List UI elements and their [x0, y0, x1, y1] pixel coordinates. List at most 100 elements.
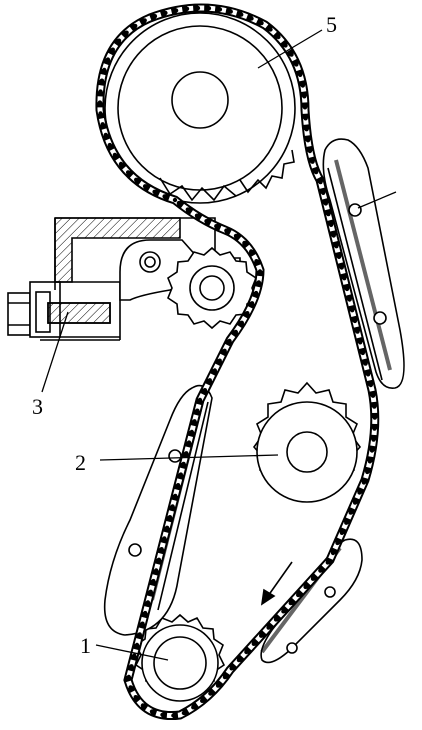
chain-roller	[126, 674, 131, 680]
chain-roller	[105, 57, 111, 62]
chain-roller	[302, 94, 307, 99]
chain-roller	[125, 170, 131, 175]
chain-roller	[145, 600, 151, 605]
chain-roller	[194, 213, 200, 218]
chain-roller	[347, 297, 352, 302]
chain-roller	[202, 388, 208, 393]
chain-roller	[134, 642, 140, 648]
chain-roller	[328, 222, 334, 227]
chain-roller	[372, 415, 377, 420]
tensioner-assembly	[7, 217, 257, 341]
chain-roller	[222, 348, 227, 353]
chain-roller	[178, 472, 183, 477]
guide-rail-lower	[260, 538, 363, 664]
chain-roller	[133, 695, 138, 700]
chain-roller	[175, 483, 181, 488]
chain-roller	[233, 329, 238, 335]
chain-roller	[151, 578, 156, 584]
chain-roller	[118, 161, 124, 167]
chain-roller	[259, 20, 264, 26]
chain-roller	[204, 219, 209, 224]
leader-lines	[41, 29, 397, 661]
chain-roller	[156, 557, 162, 562]
chain-roller	[325, 560, 330, 565]
chain-roller	[276, 34, 281, 40]
chain-roller	[313, 169, 319, 175]
chain-roller	[181, 461, 186, 467]
label-3: 3	[32, 394, 43, 419]
chain-roller	[239, 320, 244, 325]
chain-roller	[300, 83, 305, 88]
chain-roller	[143, 610, 148, 616]
chain-roller	[283, 43, 288, 48]
label-2: 2	[75, 450, 86, 475]
chain-roller	[140, 621, 145, 626]
chain-roller	[206, 6, 212, 11]
chain-roller	[129, 664, 134, 669]
label-4: 5	[326, 12, 337, 37]
chain-roller	[239, 12, 244, 17]
chain-roller	[97, 100, 103, 105]
chain-roller	[134, 177, 139, 182]
chain-roller	[133, 23, 138, 29]
chain-roller	[186, 440, 192, 445]
chain-roller	[245, 311, 250, 316]
chain-roller	[348, 510, 353, 515]
chain-roller	[162, 194, 167, 199]
chain-roller	[342, 276, 347, 281]
chain-roller	[195, 408, 200, 413]
chain-roller	[357, 490, 362, 495]
chain-roller	[344, 520, 349, 525]
chain-roller	[184, 6, 190, 11]
chain-roller	[249, 301, 255, 306]
chain-roller	[251, 641, 256, 646]
chain-roller	[289, 52, 294, 57]
chain-roller	[367, 459, 373, 464]
chain-roller	[214, 224, 219, 229]
chain-roller	[352, 500, 358, 505]
chain-roller	[164, 525, 170, 530]
chain-roller	[233, 233, 239, 239]
chain-rollers	[97, 5, 377, 718]
chain-roller	[294, 62, 299, 67]
chain-roller	[185, 207, 190, 212]
chain-roller	[162, 536, 167, 541]
leader-5	[357, 191, 397, 209]
chain-roller	[288, 600, 293, 606]
chain-roller	[368, 382, 373, 388]
tensioner-sprocket	[167, 246, 257, 330]
chain-roller	[100, 122, 105, 127]
chain-roller	[152, 14, 158, 19]
chain-roller	[242, 240, 247, 246]
chain-roller	[189, 429, 194, 435]
chain-roller	[335, 540, 340, 546]
chain-roller	[172, 197, 178, 203]
chain-roller	[191, 705, 196, 710]
chain-roller	[344, 286, 350, 292]
chain-roller	[253, 290, 259, 296]
chain-roller	[259, 633, 264, 638]
chain-roller	[228, 9, 233, 14]
chain-roller	[208, 691, 213, 696]
chain-roller	[222, 674, 228, 680]
chain-roller	[302, 105, 308, 110]
chain-roller	[184, 451, 189, 456]
chain-roller	[310, 159, 315, 164]
chain-roller	[148, 589, 153, 594]
chain-roller	[296, 592, 301, 598]
chain-roller	[334, 244, 339, 249]
chain-roller	[149, 709, 155, 714]
sprocket-2	[252, 381, 362, 503]
chain-roller	[268, 27, 273, 32]
chain-roller	[298, 72, 303, 78]
chain-roller	[163, 10, 168, 16]
chain-roller	[303, 584, 308, 590]
chain-roller	[103, 132, 109, 138]
chain-roller	[124, 30, 129, 35]
chain-roller	[110, 47, 116, 52]
chain-roller	[197, 397, 203, 403]
direction-arrow-icon	[260, 561, 293, 606]
chain-roller	[227, 338, 232, 344]
chain-roller	[200, 698, 205, 703]
